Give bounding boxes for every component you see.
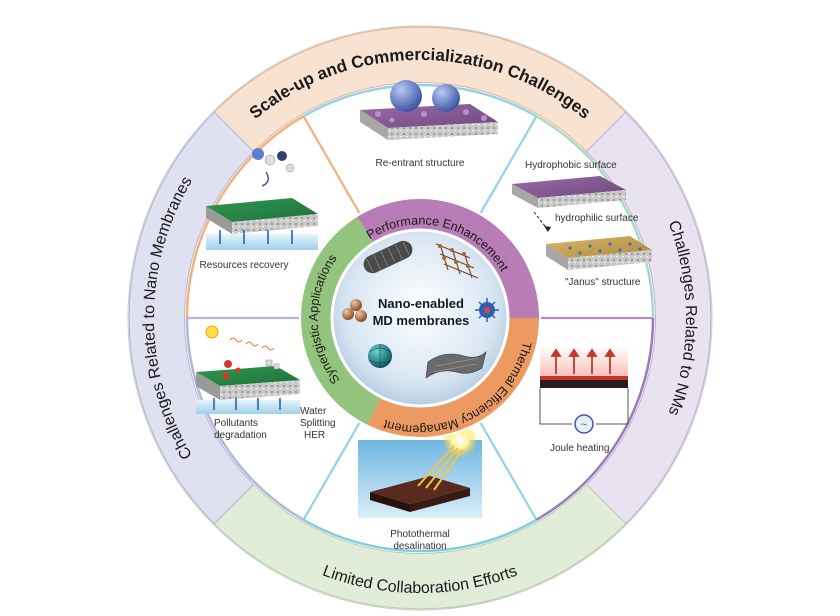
label-photothermal-2: desalination: [393, 541, 446, 552]
reentrant-sphere-2: [432, 84, 460, 112]
fullerene-icon: [368, 344, 392, 368]
center-title-line2: MD membranes: [373, 313, 470, 328]
panel-dividers: [187, 115, 653, 521]
segment-thermal: [366, 318, 540, 438]
janus-arrow: [533, 211, 549, 231]
segment-performance: [356, 198, 540, 318]
resources-molecules: [252, 148, 295, 187]
sun-rays: [417, 445, 463, 491]
label-pollutants-2: degradation: [214, 430, 267, 441]
graphene-icon: [425, 351, 487, 379]
sun-small-icon: [205, 325, 219, 339]
panel-resources: Resources recovery: [200, 148, 318, 271]
label-hydrophobic: Hydrophobic surface: [525, 160, 617, 171]
joule-arrows: [550, 348, 616, 374]
janus-membrane-top: [512, 176, 626, 208]
label-water-2: Splitting: [300, 418, 336, 429]
label-reentrant: Re-entrant structure: [376, 158, 465, 169]
segment-synergistic: [300, 216, 381, 426]
reentrant-membrane: [360, 104, 498, 140]
label-hydrophilic: hydrophilic surface: [555, 213, 639, 224]
panel-edge-lower-left: [185, 317, 305, 521]
label-water-1: Water: [300, 406, 327, 417]
panel-edge-upper-left: [185, 115, 305, 319]
nanoparticles-icon: [342, 299, 367, 322]
outer-ring-border: [127, 25, 713, 611]
label-photothermal-1: Photothermal: [390, 529, 449, 540]
photothermal-membrane: [370, 476, 470, 512]
pollutants-flow-arrows: [213, 398, 281, 410]
reentrant-particles: [375, 109, 487, 123]
joule-membrane: [540, 380, 628, 388]
label-resources: Resources recovery: [200, 260, 289, 271]
light-waves: [229, 337, 275, 351]
resources-membrane: [206, 198, 318, 234]
middle-ring-outline: [299, 197, 541, 439]
label-water-3: HER: [304, 430, 325, 441]
framework-icon: [435, 243, 479, 279]
panel-joule: ~ Joule heating: [539, 346, 629, 454]
pollutants-membrane: [196, 366, 300, 400]
pollutants-water: [196, 400, 300, 414]
ac-symbol: ~: [581, 419, 587, 431]
pollutant-molecules: [222, 360, 241, 380]
panel-janus: Hydrophobic surface hydrophilic surface …: [512, 160, 652, 288]
panel-edge-bottom: [302, 518, 538, 553]
center-core: Nano-enabled MD membranes: [330, 228, 510, 408]
label-joule: Joule heating: [550, 443, 610, 454]
panel-edge-lower-right: [535, 317, 655, 521]
resources-flow-arrows: [219, 230, 293, 244]
label-pollutants-1: Pollutants: [214, 418, 258, 429]
ac-source-icon: [574, 414, 594, 434]
label-janus: "Janus" structure: [565, 277, 641, 288]
band-left: [128, 111, 255, 525]
product-cube-2: [273, 363, 280, 370]
janus-membrane-bottom: [546, 236, 652, 270]
panel-edge-top: [302, 83, 538, 118]
panel-pollutants: Pollutants degradation Water Splitting H…: [196, 325, 336, 441]
panel-photothermal: Photothermal desalination: [358, 422, 482, 552]
product-cube-1: [265, 359, 273, 367]
center-title-line1: Nano-enabled: [378, 296, 464, 311]
resources-water: [206, 234, 318, 250]
panel-reentrant: Re-entrant structure: [360, 80, 498, 169]
panel-edge-upper-right: [535, 115, 655, 319]
nanotube-icon: [363, 240, 413, 274]
joule-heating-layer: [540, 376, 628, 380]
quantum-dot-icon: [475, 298, 499, 322]
joule-wire-left: [539, 388, 572, 425]
joule-wire-right: [596, 388, 629, 425]
janus-arrowhead: [544, 226, 551, 232]
joule-heat-zone: [540, 346, 628, 380]
reentrant-sphere-1: [390, 80, 422, 112]
